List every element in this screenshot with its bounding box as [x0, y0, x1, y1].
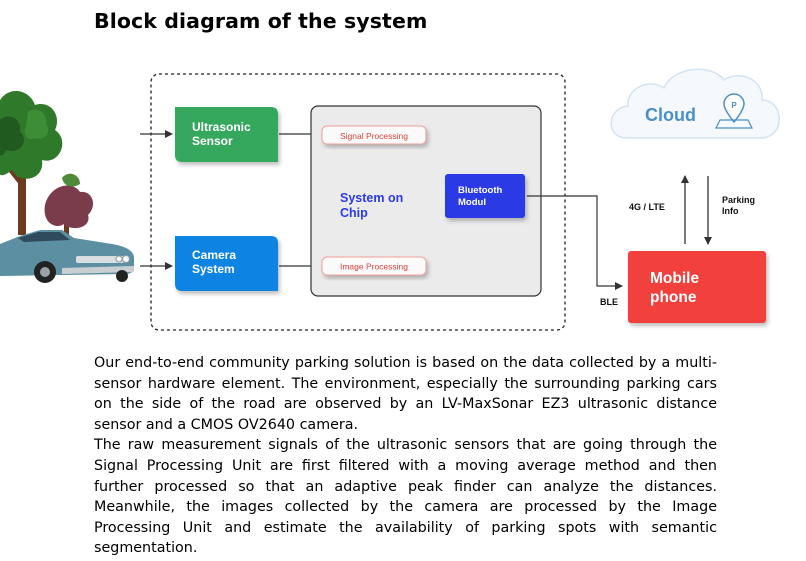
car-illustration: [0, 230, 134, 283]
camera-label-line2: System: [192, 262, 235, 276]
car-headlight: [122, 255, 130, 263]
map-base-icon: [715, 119, 753, 129]
ble-connection-arrow: [527, 195, 623, 290]
small-tree-foliage-top: [62, 173, 80, 187]
paragraph-2: The raw measurement signals of the ultra…: [94, 437, 717, 557]
map-pin-icon: [723, 93, 745, 124]
cloud-label: Cloud: [645, 105, 696, 125]
car-wheel: [116, 270, 128, 282]
mobile-label-line2: phone: [650, 289, 697, 306]
parking-info-line1: Parking: [722, 195, 755, 205]
ultrasonic-label-line1: Ultrasonic: [192, 120, 251, 134]
car-headlight: [115, 255, 123, 263]
parking-info-line2: Info: [722, 206, 739, 216]
car-window: [18, 232, 70, 242]
tree-foliage-light: [24, 109, 49, 140]
tree-illustration: [0, 91, 94, 240]
ultrasonic-label-line2: Sensor: [192, 134, 233, 148]
ble-label: BLE: [600, 297, 618, 307]
signal-processing-pill: Signal Processing: [321, 125, 427, 145]
signal-processing-label: Signal Processing: [340, 131, 408, 141]
bluetooth-label-line2: Modul: [458, 197, 486, 208]
soc-label-line2: Chip: [340, 206, 368, 220]
bluetooth-label-line1: Bluetooth: [458, 185, 503, 196]
camera-label-line1: Camera: [192, 248, 236, 262]
small-tree-trunk: [64, 215, 69, 240]
system-on-chip-block: [310, 105, 542, 297]
system-boundary: [150, 73, 566, 331]
cloud-shape: [610, 68, 780, 139]
tree-foliage-dark: [0, 116, 24, 156]
mobile-label-line1: Mobile: [650, 270, 699, 287]
image-processing-pill: Image Processing: [321, 256, 427, 276]
image-processing-label: Image Processing: [340, 262, 408, 272]
small-tree-foliage: [44, 185, 94, 229]
map-pin-letter: P: [731, 101, 737, 110]
car-grille: [76, 256, 124, 263]
paragraph-1: Our end-to-end community parking solutio…: [94, 355, 717, 433]
car-bumper: [62, 266, 134, 274]
cloud-block: Cloud P: [610, 68, 780, 139]
tree-trunk: [18, 150, 26, 235]
car-hubcap: [40, 267, 50, 277]
soc-label-line1: System on: [340, 191, 403, 205]
description-text: Our end-to-end community parking solutio…: [94, 353, 717, 559]
link-4g-label: 4G / LTE: [629, 202, 665, 212]
mobile-phone-block: Mobile phone: [628, 251, 766, 323]
page-title: Block diagram of the system: [94, 9, 428, 33]
